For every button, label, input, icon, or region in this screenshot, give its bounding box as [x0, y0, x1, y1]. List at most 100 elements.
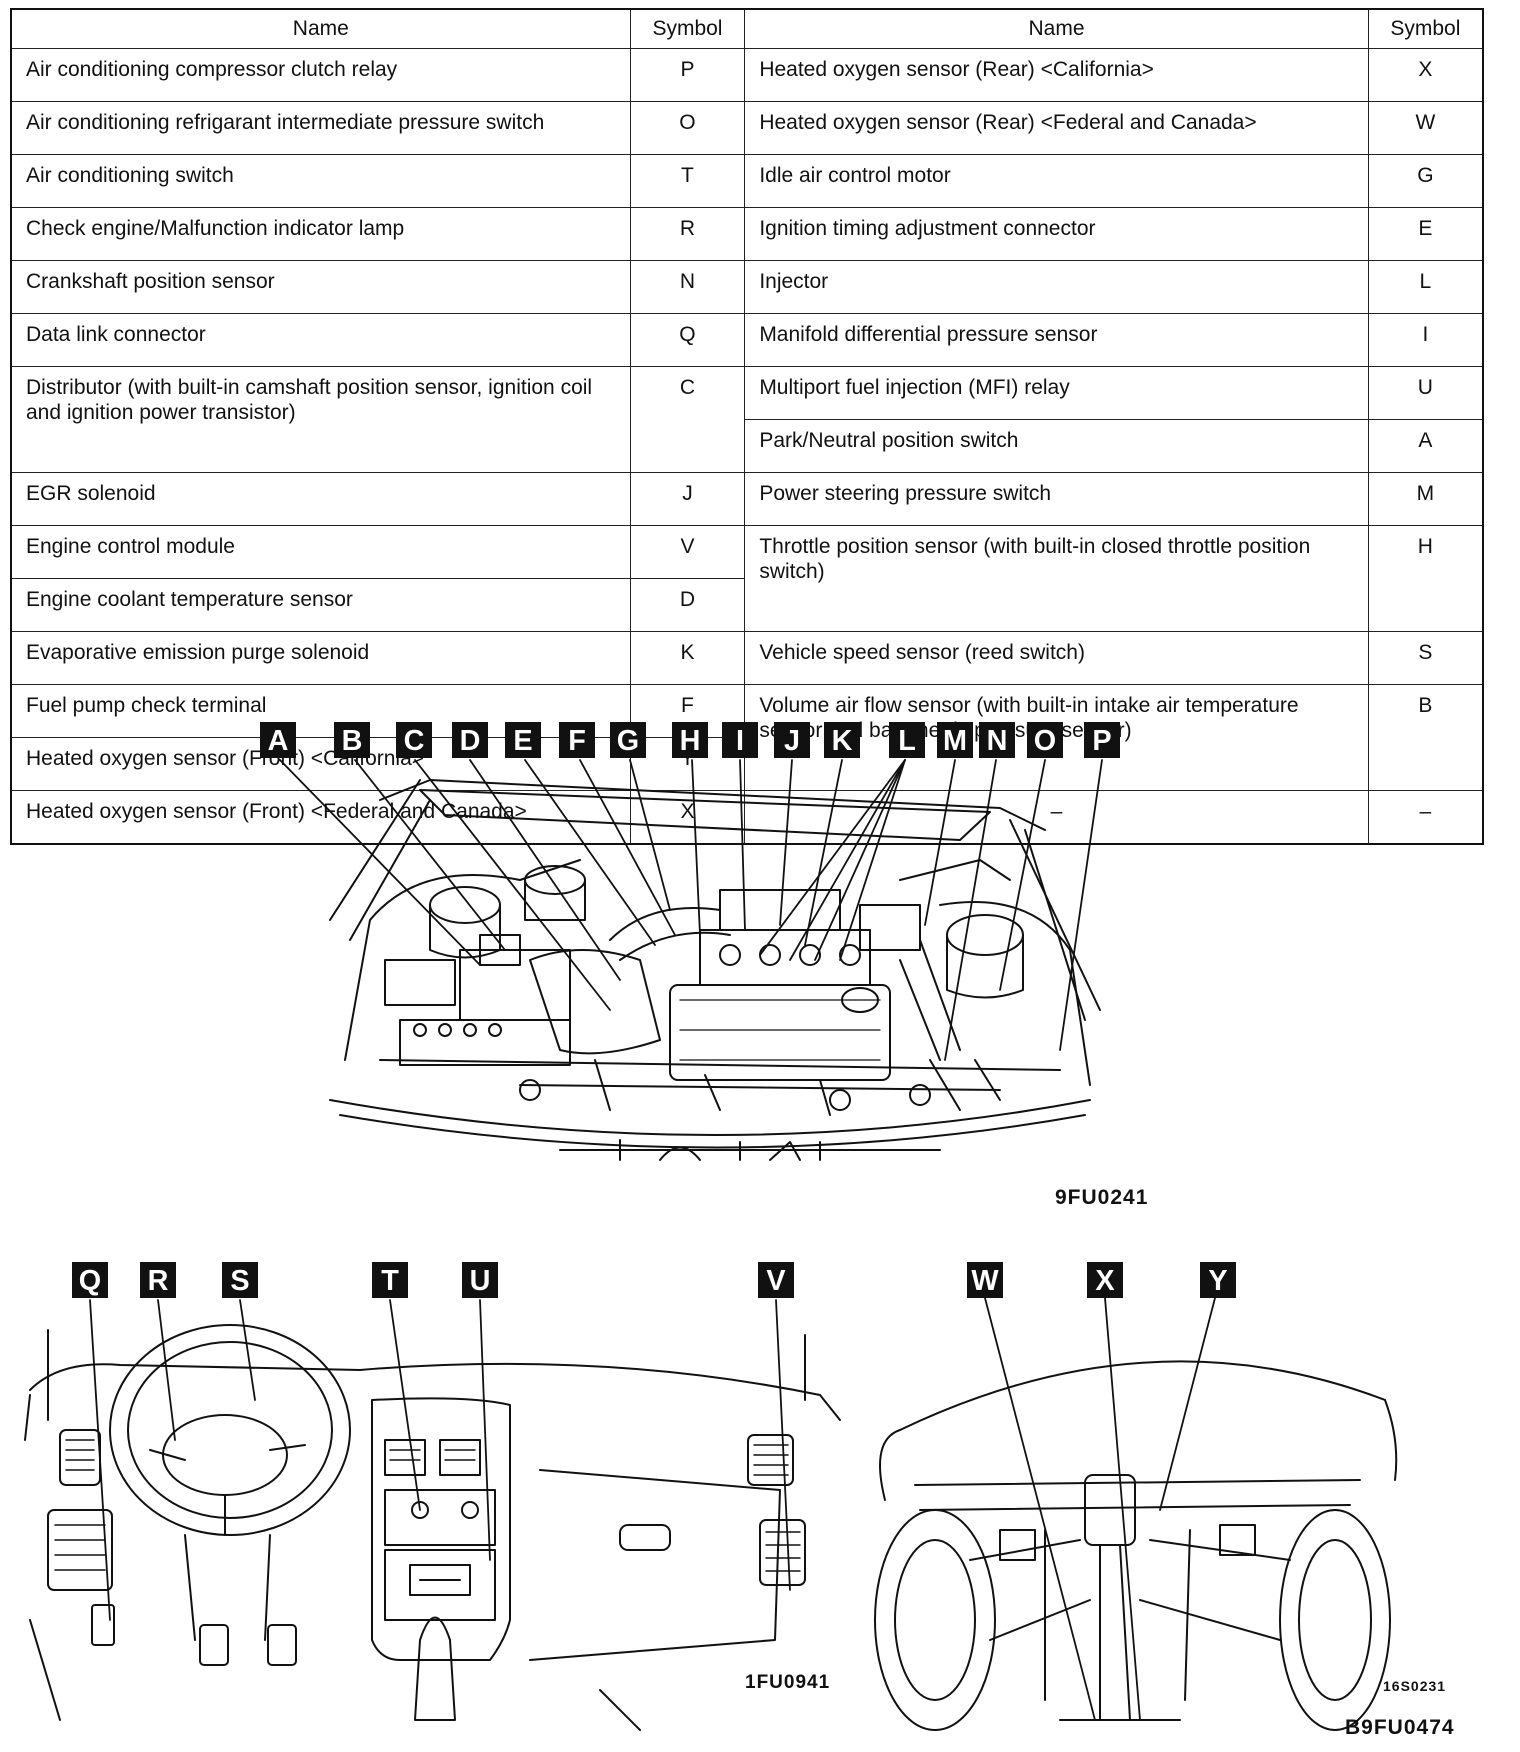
cell-name: Heated oxygen sensor (Rear) <California> — [744, 48, 1369, 102]
callout-label-t: T — [381, 1265, 399, 1297]
cell-name: Heated oxygen sensor (Front) <Federal an… — [10, 790, 631, 845]
callout-label-g: G — [617, 725, 639, 757]
callout-box-w — [967, 1262, 1003, 1298]
table-row: Fuel pump check terminal F Volume air fl… — [10, 684, 1484, 791]
cell-name: Air conditioning switch — [10, 154, 631, 208]
cell-symbol: K — [629, 631, 746, 685]
table-row: Distributor (with built-in camshaft posi… — [10, 366, 1484, 473]
header-symbol-right: Symbol — [1367, 8, 1484, 49]
table-header-row: Name Symbol Name Symbol — [10, 8, 1484, 49]
callout-label-e: E — [513, 725, 532, 757]
dash-leader-lines — [89, 1299, 791, 1621]
cell-symbol: S — [1367, 631, 1484, 685]
cell-name: Air conditioning refrigarant intermediat… — [10, 101, 631, 155]
callout-label-c: C — [404, 725, 425, 757]
cell-symbol: T — [629, 154, 746, 208]
callout-box-g — [610, 722, 646, 758]
figure-code-under: 16S0231 — [1383, 1678, 1447, 1694]
cell-name: Power steering pressure switch — [744, 472, 1369, 526]
cell-symbol: U — [1367, 366, 1484, 420]
cell-symbol: A — [1367, 419, 1484, 473]
callout-box-a — [260, 722, 296, 758]
cell-symbol: E — [1367, 207, 1484, 261]
callout-box-h — [672, 722, 708, 758]
callout-box-t — [372, 1262, 408, 1298]
table-row: Park/Neutral position switch A — [11, 419, 1484, 473]
cell-symbol: C — [629, 366, 746, 473]
cell-symbol: – — [1367, 790, 1484, 845]
cell-symbol: M — [1367, 472, 1484, 526]
cell-name: Fuel pump check terminal — [10, 684, 631, 738]
callout-label-o: O — [1034, 725, 1056, 757]
callout-box-d — [452, 722, 488, 758]
callout-box-i — [722, 722, 758, 758]
table-row: Check engine/Malfunction indicator lamp … — [10, 207, 1484, 261]
cell-symbol: V — [629, 525, 746, 579]
callout-label-p: P — [1092, 725, 1111, 757]
table-row: Air conditioning compressor clutch relay… — [10, 48, 1484, 102]
under-leader-lines — [984, 1297, 1216, 1721]
engine-compartment-drawing — [329, 779, 1101, 1161]
callout-label-h: H — [680, 725, 701, 757]
callout-box-n — [979, 722, 1015, 758]
page-figure-code: B9FU0474 — [1345, 1716, 1455, 1739]
callout-label-d: D — [460, 725, 481, 757]
engine-leader-lines — [279, 759, 1103, 1061]
callout-box-j — [774, 722, 810, 758]
callout-label-f: F — [568, 725, 586, 757]
callout-box-f — [559, 722, 595, 758]
header-name-right: Name — [744, 8, 1369, 49]
cell-name: Injector — [744, 260, 1369, 314]
underbody-drawing — [874, 1360, 1398, 1731]
dashboard-drawing — [24, 1324, 841, 1731]
cell-name: Evaporative emission purge solenoid — [10, 631, 631, 685]
table-row: Heated oxygen sensor (Front) <Federal an… — [10, 790, 1484, 845]
callout-box-s — [222, 1262, 258, 1298]
callout-label-i: I — [736, 725, 744, 757]
component-table: Name Symbol Name Symbol Air conditioning… — [10, 8, 1484, 845]
cell-symbol: B — [1367, 684, 1484, 791]
callout-box-r — [140, 1262, 176, 1298]
cell-symbol: H — [1367, 525, 1484, 632]
callout-label-w: W — [971, 1265, 999, 1297]
callout-label-y: Y — [1208, 1265, 1227, 1297]
cell-symbol: Q — [629, 313, 746, 367]
cell-name: Heated oxygen sensor (Rear) <Federal and… — [744, 101, 1369, 155]
table-row: Data link connector Q Manifold different… — [10, 313, 1484, 367]
table-row: Engine coolant temperature sensor D — [10, 578, 1483, 632]
callout-label-q: Q — [79, 1265, 101, 1297]
callout-box-l — [889, 722, 925, 758]
table-row: EGR solenoid J Power steering pressure s… — [10, 472, 1484, 526]
cell-name: Data link connector — [10, 313, 631, 367]
figure-code-engine: 9FU0241 — [1055, 1186, 1149, 1209]
cell-name: Engine coolant temperature sensor — [10, 578, 631, 632]
callout-label-l: L — [898, 725, 916, 757]
callout-label-v: V — [766, 1265, 786, 1297]
cell-name: Idle air control motor — [744, 154, 1369, 208]
table-row: Crankshaft position sensor N Injector L — [10, 260, 1484, 314]
cell-symbol: J — [629, 472, 746, 526]
callout-label-u: U — [470, 1265, 491, 1297]
figure-code-dash: 1FU0941 — [745, 1672, 831, 1693]
callout-box-e — [505, 722, 541, 758]
cell-name: Manifold differential pressure sensor — [744, 313, 1369, 367]
callout-box-y — [1200, 1262, 1236, 1298]
callout-label-a: A — [268, 725, 289, 757]
callout-box-b — [334, 722, 370, 758]
callout-box-c — [396, 722, 432, 758]
callout-box-q — [72, 1262, 108, 1298]
cell-name: Multiport fuel injection (MFI) relay — [744, 366, 1369, 420]
callout-label-k: K — [832, 725, 853, 757]
callout-box-u — [462, 1262, 498, 1298]
callout-box-o — [1027, 722, 1063, 758]
cell-name: Distributor (with built-in camshaft posi… — [10, 366, 631, 473]
callout-box-x — [1087, 1262, 1123, 1298]
callout-box-v — [758, 1262, 794, 1298]
callout-box-p — [1084, 722, 1120, 758]
cell-symbol: X — [1367, 48, 1484, 102]
table-row: Air conditioning switch T Idle air contr… — [10, 154, 1484, 208]
cell-symbol: N — [629, 260, 746, 314]
cell-name: Crankshaft position sensor — [10, 260, 631, 314]
